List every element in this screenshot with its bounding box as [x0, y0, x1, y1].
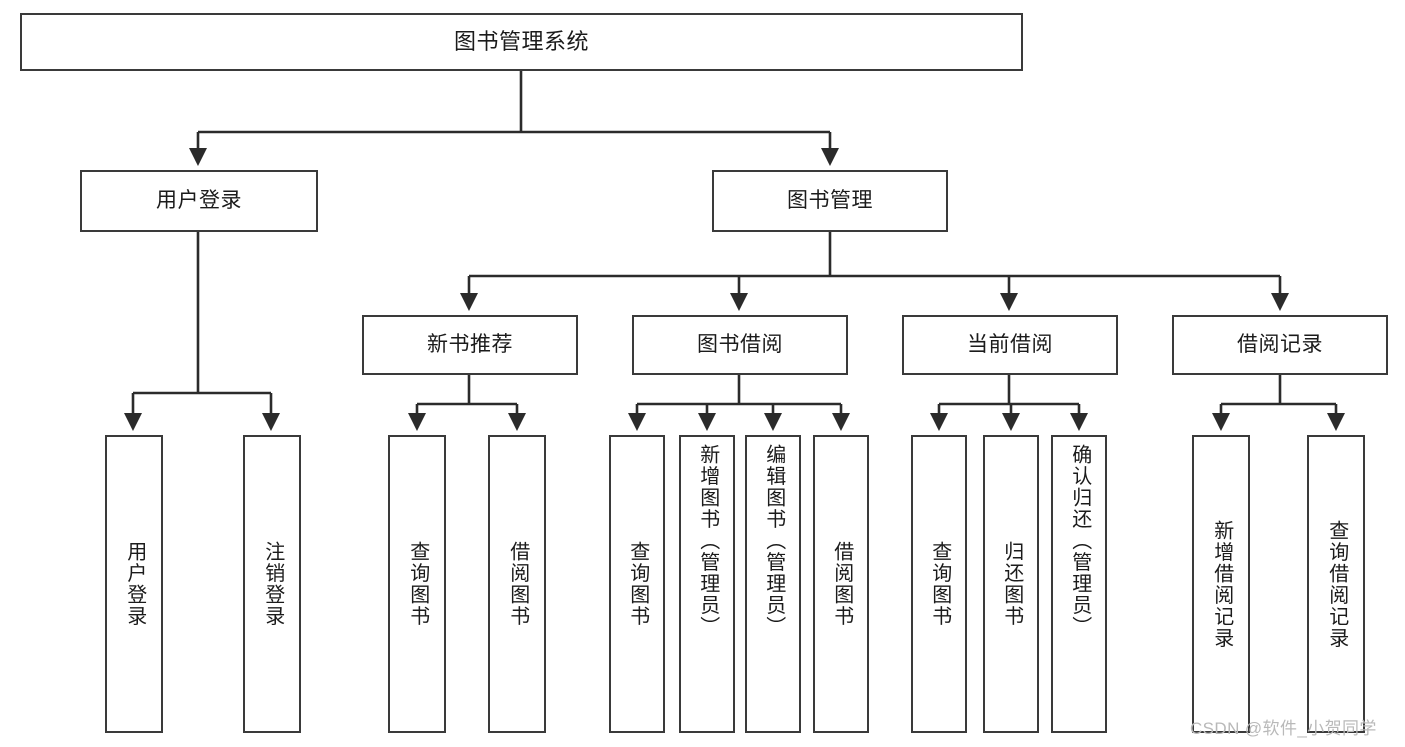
node-borrow-record[interactable]: 借阅记录: [1172, 315, 1388, 375]
node-root[interactable]: 图书管理系统: [20, 13, 1023, 71]
node-leaf-add-borrow-record-label: 新增借阅记录: [1210, 519, 1233, 649]
node-leaf-query-book-recommendation-label: 查询图书: [406, 541, 429, 627]
node-leaf-borrow-book-recommendation-label: 借阅图书: [506, 541, 529, 627]
node-leaf-query-book-current[interactable]: 查询图书: [911, 435, 967, 733]
node-current-borrow[interactable]: 当前借阅: [902, 315, 1118, 375]
node-book-manage-label: 图书管理: [787, 188, 873, 212]
node-book-borrow-label: 图书借阅: [697, 332, 783, 356]
csdn-watermark: CSDN @软件_小贺同学: [1190, 719, 1377, 738]
node-current-borrow-label: 当前借阅: [967, 332, 1053, 356]
node-leaf-add-book-label: 新增图书（管理员）: [696, 444, 719, 638]
node-leaf-confirm-return-label: 确认归还（管理员）: [1068, 444, 1091, 638]
node-leaf-borrow-book[interactable]: 借阅图书: [813, 435, 869, 733]
node-leaf-logout[interactable]: 注销登录: [243, 435, 301, 733]
node-leaf-add-borrow-record[interactable]: 新增借阅记录: [1192, 435, 1250, 733]
node-user-login-label: 用户登录: [156, 188, 242, 212]
node-leaf-borrow-book-recommendation[interactable]: 借阅图书: [488, 435, 546, 733]
node-borrow-record-label: 借阅记录: [1237, 332, 1323, 356]
node-leaf-return-book[interactable]: 归还图书: [983, 435, 1039, 733]
node-leaf-return-book-label: 归还图书: [1000, 541, 1023, 627]
node-book-manage[interactable]: 图书管理: [712, 170, 948, 232]
node-new-book-recommendation-label: 新书推荐: [427, 332, 513, 356]
node-leaf-confirm-return[interactable]: 确认归还（管理员）: [1051, 435, 1107, 733]
node-leaf-query-book-recommendation[interactable]: 查询图书: [388, 435, 446, 733]
node-leaf-user-login-label: 用户登录: [123, 541, 146, 627]
node-leaf-query-book-borrow[interactable]: 查询图书: [609, 435, 665, 733]
node-leaf-user-login[interactable]: 用户登录: [105, 435, 163, 733]
node-leaf-edit-book-label: 编辑图书（管理员）: [762, 444, 785, 638]
node-leaf-logout-label: 注销登录: [261, 541, 284, 627]
node-root-label: 图书管理系统: [453, 29, 589, 55]
node-leaf-borrow-book-label: 借阅图书: [830, 541, 853, 627]
node-book-borrow[interactable]: 图书借阅: [632, 315, 848, 375]
node-leaf-query-borrow-record[interactable]: 查询借阅记录: [1307, 435, 1365, 733]
node-leaf-edit-book[interactable]: 编辑图书（管理员）: [745, 435, 801, 733]
node-user-login[interactable]: 用户登录: [80, 170, 318, 232]
node-leaf-query-borrow-record-label: 查询借阅记录: [1325, 519, 1348, 649]
node-leaf-query-book-borrow-label: 查询图书: [626, 541, 649, 627]
node-leaf-query-book-current-label: 查询图书: [928, 541, 951, 627]
node-new-book-recommendation[interactable]: 新书推荐: [362, 315, 578, 375]
node-leaf-add-book[interactable]: 新增图书（管理员）: [679, 435, 735, 733]
